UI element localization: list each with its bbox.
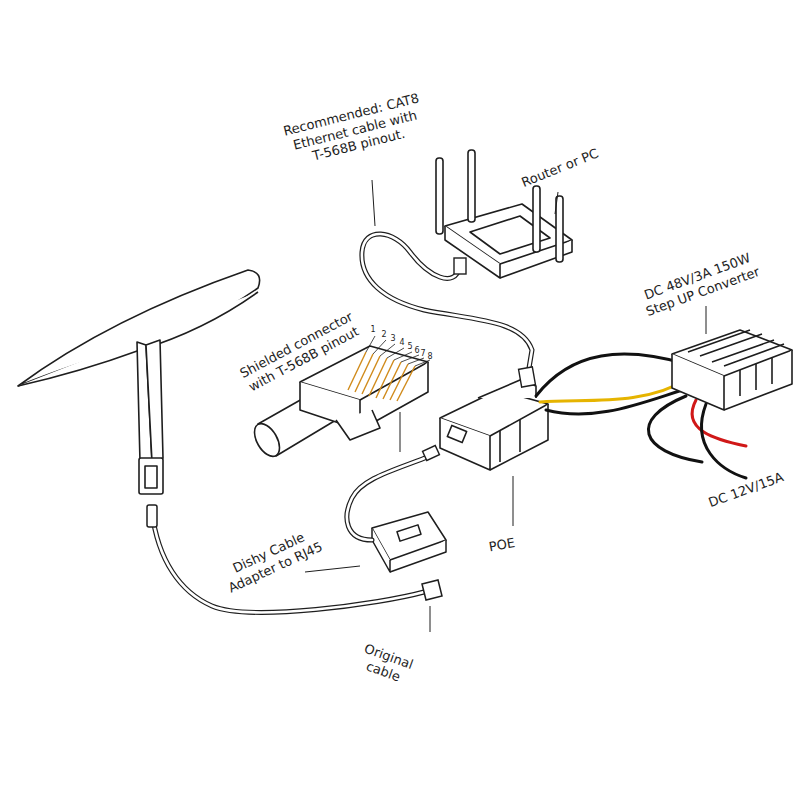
router (436, 158, 443, 234)
callout-label: DC 48V/3A 150W Step UP Converter (631, 246, 769, 321)
step-up-converter (672, 354, 724, 410)
leader-lines (555, 192, 558, 214)
router (533, 186, 540, 252)
step-up-converter (740, 358, 772, 396)
adapter-to-poe-cable (347, 446, 439, 540)
poe-injector (440, 418, 490, 470)
pin-number: 3 (390, 334, 395, 344)
pin-number: 5 (407, 342, 412, 352)
leader-lines (430, 606, 431, 632)
rj45-connector-zoom (348, 352, 366, 390)
poe-injector (500, 420, 520, 462)
leader-lines (305, 566, 360, 572)
dishy-adapter (372, 512, 446, 572)
rj45-connector-zoom (373, 340, 386, 354)
leader-lines (706, 306, 707, 334)
pin-number: 2 (381, 330, 386, 340)
cat8-cable (519, 367, 536, 387)
dc-wires (702, 404, 746, 478)
poe-injector (490, 404, 548, 470)
dc-wires (540, 378, 690, 402)
pin-number: 6 (414, 346, 419, 356)
dc-wires (546, 386, 696, 414)
satellite-dish (145, 466, 157, 488)
rj45-connector-zoom (376, 360, 394, 398)
rj45-connector-zoom (369, 358, 387, 396)
dishy-adapter (372, 528, 390, 572)
callout-label: Original cable (347, 637, 425, 691)
original-cable (147, 505, 157, 527)
pin-number: 7 (420, 349, 425, 359)
router (556, 196, 563, 262)
original-cable (422, 580, 442, 600)
rj45-connector-zoom (362, 356, 380, 394)
satellite-dish (146, 340, 163, 462)
callout-label: Dishy Cable Adapter to RJ45 (209, 519, 335, 600)
adapter-to-poe-cable (423, 446, 440, 461)
rj45-connector-zoom (397, 366, 415, 401)
rj45-connector-zoom (336, 410, 380, 440)
rj45-connector-zoom (366, 336, 430, 366)
callout-label: Router or PC (519, 145, 600, 190)
satellite-dish (18, 270, 260, 494)
leader-lines (513, 476, 514, 526)
poe-injector (447, 425, 466, 442)
pin-number: 4 (399, 338, 404, 348)
adapter-to-poe-cable (347, 456, 430, 540)
rj45-connector-zoom (348, 352, 415, 401)
leader-lines (372, 180, 375, 226)
dishy-adapter (397, 525, 421, 541)
leader-lines (305, 180, 706, 632)
rj45-connector-zoom (383, 362, 401, 399)
callout-label: POE (488, 535, 517, 555)
leader-lines (400, 412, 401, 452)
adapter-to-poe-cable (347, 456, 430, 540)
rj45-connector-zoom (390, 364, 408, 400)
rj45-connector-zoom (249, 419, 284, 460)
satellite-dish (139, 458, 163, 494)
step-up-converter (688, 330, 784, 366)
pin-number: 1 (370, 325, 375, 335)
pin-number: 8 (427, 352, 432, 362)
rj45-connector-zoom (366, 336, 375, 352)
callout-label: DC 12V/15A (706, 469, 785, 510)
step-up-converter (672, 330, 792, 410)
cat8-cable (454, 258, 466, 274)
poe-injector (440, 380, 548, 470)
dishy-adapter (390, 540, 446, 572)
rj45-connector-zoom (355, 354, 373, 392)
callout-label: Recommended: CAT8 Ethernet cable with T-… (281, 90, 428, 169)
step-up-converter (724, 350, 792, 410)
dc-wires (536, 354, 746, 478)
router (468, 150, 475, 222)
